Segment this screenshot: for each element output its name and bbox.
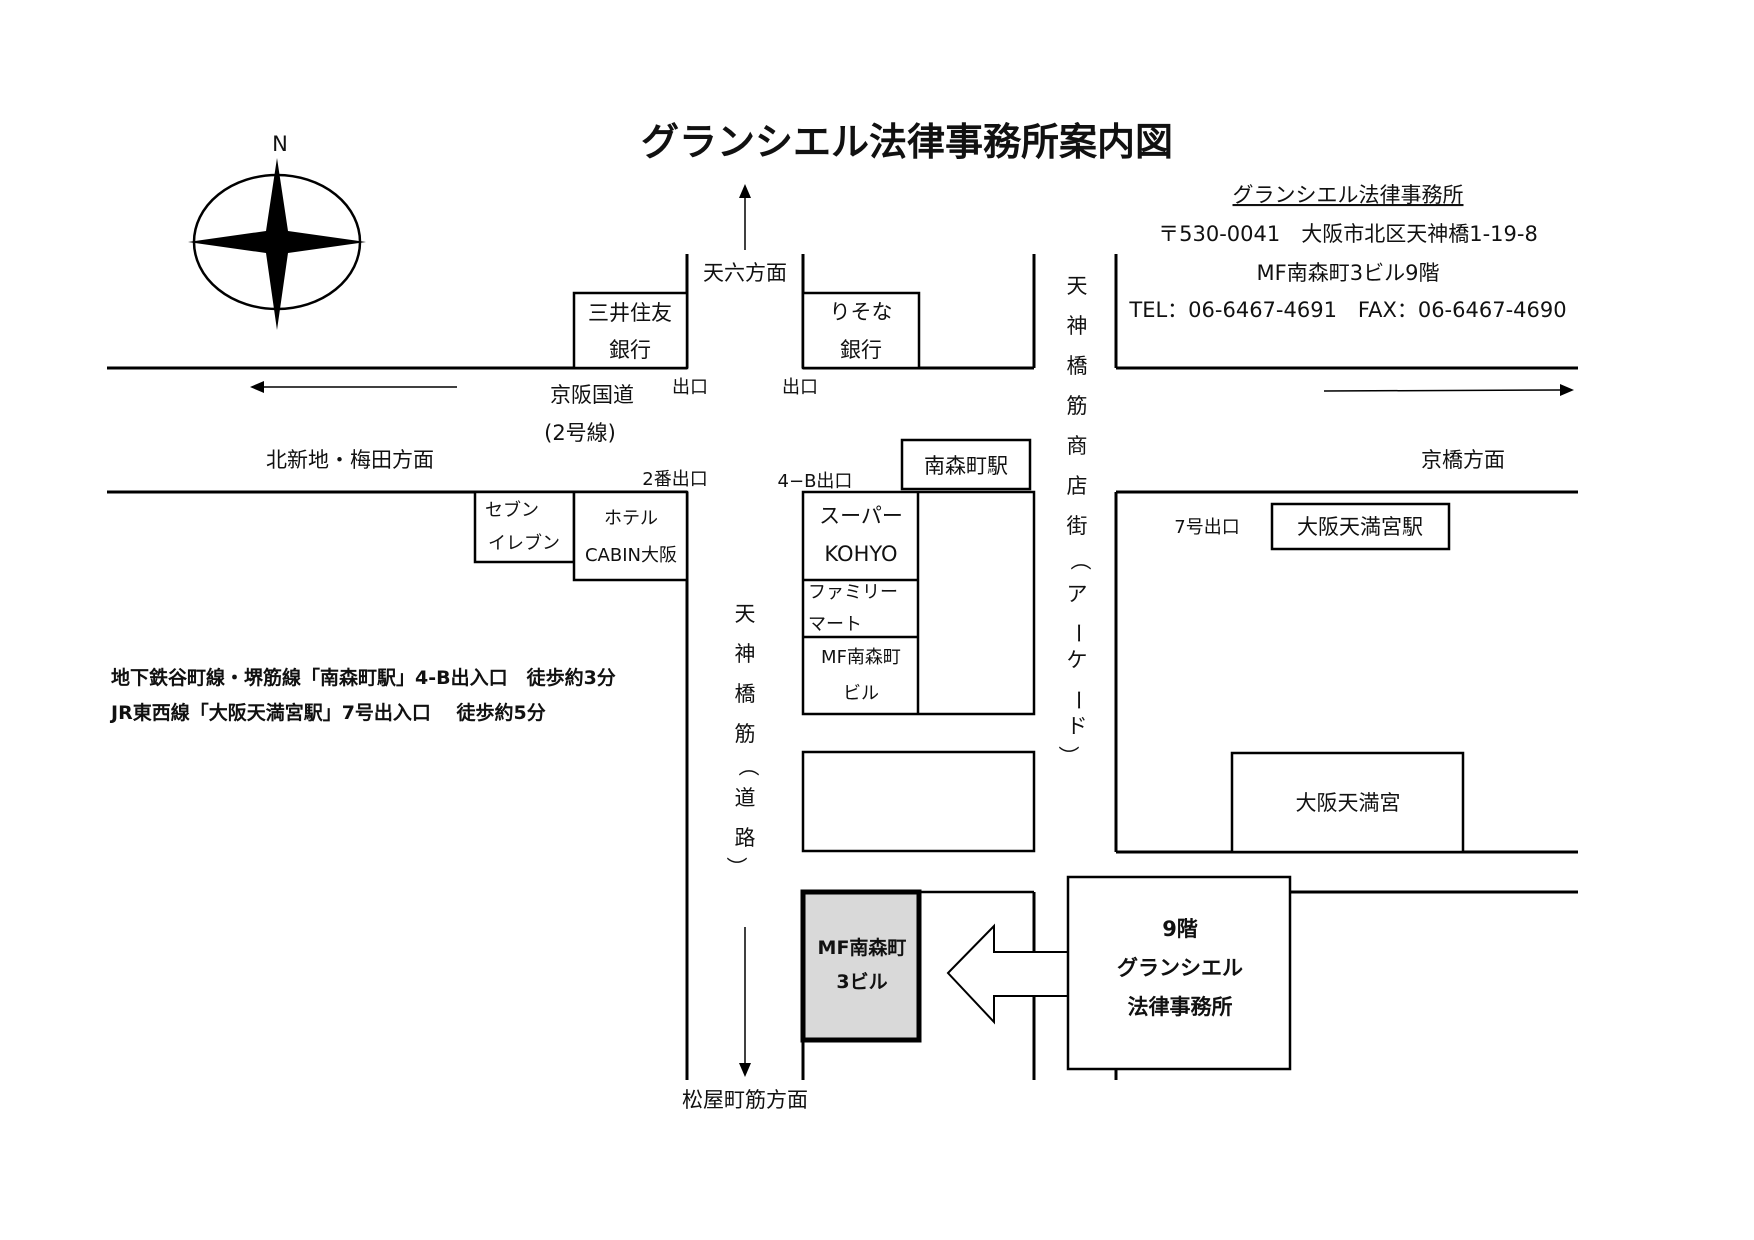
- road-char: 神: [1067, 314, 1088, 338]
- direction-east: 京橋方面: [1421, 448, 1505, 472]
- building-resona-bank: りそな 銀行: [801, 291, 921, 370]
- road-char: 店: [1067, 474, 1088, 498]
- building-mitsui-sumitomo-bank: 三井住友 銀行: [572, 291, 689, 370]
- office-callout: 9階 グランシエル 法律事務所: [1066, 875, 1292, 1071]
- pointer-arrow-icon: [946, 923, 1069, 1025]
- road-char: （: [736, 756, 760, 777]
- building-unlabeled: [801, 750, 1036, 853]
- callout-name: グランシエル: [1117, 956, 1243, 980]
- office-address: 〒530-0041 大阪市北区天神橋1-19-8: [1158, 222, 1538, 246]
- exit-label-2: 2番出口: [642, 469, 707, 490]
- road-char: ア: [1067, 582, 1088, 606]
- direction-north: 天六方面: [703, 261, 787, 285]
- direction-west: 北新地・梅田方面: [266, 448, 434, 472]
- station-minamimorimachi: 南森町駅: [900, 438, 1032, 491]
- road-char: ）: [1056, 746, 1080, 767]
- building-super-kohyo: スーパー KOHYO: [819, 504, 903, 566]
- building-label: KOHYO: [824, 542, 897, 566]
- road-char: ド: [1067, 714, 1088, 738]
- station-osaka-tenmangu: 大阪天満宮駅: [1270, 502, 1451, 551]
- callout-floor: 9階: [1162, 917, 1198, 941]
- building-label: CABIN大阪: [585, 545, 677, 566]
- road-char: ー: [1066, 690, 1090, 711]
- building-label: 銀行: [609, 338, 651, 362]
- exit-label-4b: 4−B出口: [778, 471, 853, 492]
- building-label: MF南森町: [821, 647, 901, 668]
- building-label: 3ビル: [836, 971, 887, 993]
- road-char: 街: [1067, 514, 1088, 538]
- building-family-mart: ファミリー マート: [808, 582, 898, 635]
- arrow-north-icon: [739, 184, 751, 250]
- office-contact: TEL：06-6467-4691 FAX：06-6467-4690: [1128, 298, 1566, 322]
- road-label-tenjinbashisuji: 天 神 橋 筋 （ 道 路 ）: [724, 602, 760, 878]
- building-label: 大阪天満宮: [1296, 791, 1401, 815]
- road-char: ）: [724, 857, 748, 878]
- road-char: 天: [735, 602, 756, 626]
- road-char: 路: [735, 826, 756, 850]
- compass-north-label: N: [272, 132, 288, 156]
- road-label-shotengai: 天 神 橋 筋 商 店 街 （ ア ー ケ ー ド ）: [1056, 274, 1092, 767]
- road-char: 道: [735, 786, 756, 810]
- road-char: 筋: [1067, 394, 1088, 418]
- building-label: セブン: [485, 499, 539, 521]
- building-label: りそな: [830, 300, 893, 324]
- office-name: グランシエル法律事務所: [1233, 183, 1464, 207]
- exit-label-nw: 出口: [672, 377, 708, 398]
- access-note-subway: 地下鉄谷町線・堺筋線「南森町駅」4-B出入口 徒歩約3分: [111, 666, 616, 689]
- building-label: 銀行: [840, 338, 882, 362]
- arrow-west-icon: [250, 381, 457, 393]
- building-mf-minamimorimachi: MF南森町 ビル: [821, 647, 901, 704]
- road-char: 筋: [735, 722, 756, 746]
- building-label: ファミリー: [808, 582, 898, 603]
- exit-label-ne: 出口: [782, 377, 818, 398]
- road-char: （: [1068, 550, 1092, 571]
- building-target-mf3: MF南森町 3ビル: [800, 889, 1034, 1043]
- building-label: MF南森町: [818, 936, 907, 959]
- road-char: 天: [1067, 274, 1088, 298]
- station-label: 南森町駅: [924, 454, 1008, 478]
- building-label: ホテル: [604, 508, 658, 529]
- exit-label-7: 7号出口: [1174, 517, 1239, 538]
- arrow-east-icon: [1323, 384, 1574, 396]
- road-char: 商: [1067, 434, 1088, 458]
- callout-firm: 法律事務所: [1128, 995, 1233, 1019]
- station-label: 大阪天満宮駅: [1297, 515, 1423, 539]
- map-title: グランシエル法律事務所案内図: [641, 120, 1173, 164]
- building-label: スーパー: [819, 504, 903, 528]
- road-label-kokudo: 京阪国道: [550, 383, 634, 407]
- building-label: 三井住友: [588, 301, 672, 325]
- road-label-route2: (2号線): [544, 421, 616, 445]
- building-hotel-cabin: ホテル CABIN大阪: [572, 490, 689, 582]
- direction-south: 松屋町筋方面: [682, 1088, 808, 1112]
- building-label: イレブン: [488, 532, 560, 554]
- building-osaka-tenmangu: 大阪天満宮: [1230, 751, 1465, 854]
- road-char: 神: [735, 642, 756, 666]
- road-char: ー: [1066, 623, 1090, 644]
- compass-rose-icon: [188, 158, 366, 330]
- building-label: ビル: [843, 683, 879, 704]
- arrow-south-icon: [739, 927, 751, 1077]
- road-char: ケ: [1067, 648, 1088, 672]
- road-char: 橋: [735, 682, 756, 706]
- block-kohyo: [801, 490, 1036, 716]
- building-seven-eleven: セブン イレブン: [473, 490, 576, 564]
- road-char: 橋: [1067, 354, 1088, 378]
- building-label: マート: [808, 614, 862, 635]
- access-note-jr: JR東西線「大阪天満宮駅」7号出入口 徒歩約5分: [109, 701, 546, 724]
- office-building: MF南森町3ビル9階: [1257, 261, 1440, 285]
